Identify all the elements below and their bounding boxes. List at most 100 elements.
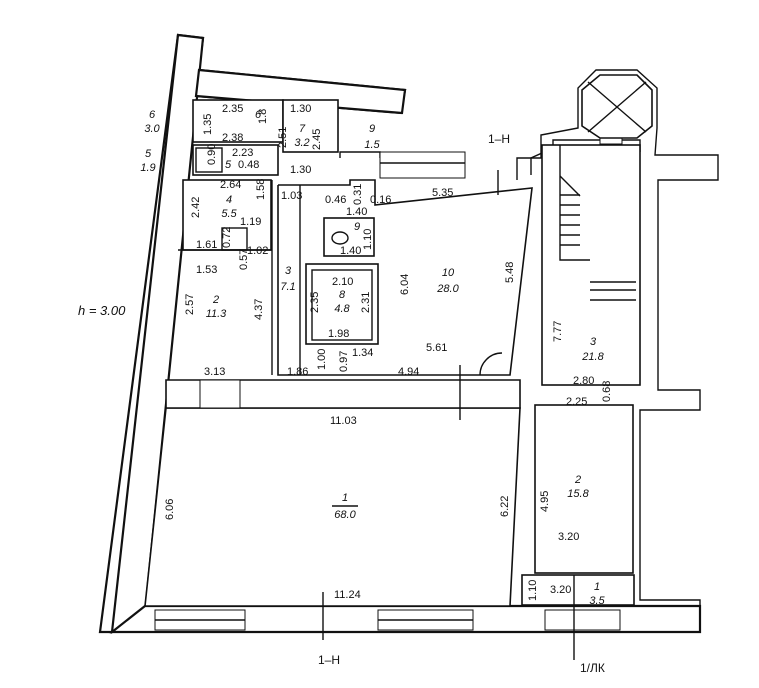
ceiling-height-label: h = 3.00: [78, 303, 126, 318]
dim-2-57: 2.57: [184, 294, 196, 315]
room-8-area: 4.8: [334, 303, 350, 315]
dim-1-30-top: 1.30: [290, 103, 311, 115]
dim-1-02: 1.02: [247, 245, 268, 257]
section-mark-top: 1–Н: [488, 132, 510, 146]
room-1-area: 68.0: [334, 509, 356, 521]
dim-1-00: 1.00: [316, 349, 328, 370]
dimension-labels: 2.35 1.30 1.35 2.38 2.23 0.90 2.51 2.45 …: [164, 103, 613, 601]
dim-2-42: 2.42: [190, 197, 202, 218]
room-3-number: 3: [285, 265, 292, 277]
dim-2-51: 2.51: [277, 127, 289, 148]
right-inner-wall: [530, 139, 641, 175]
dim-0-31: 0.31: [352, 184, 364, 205]
stair-rail: [559, 145, 590, 261]
dim-1-58: 1.58: [255, 179, 267, 200]
room-7-area: 3.2: [294, 137, 309, 149]
stair-3-number: 3: [590, 336, 597, 348]
dim-2-35-room8: 2.35: [309, 292, 321, 313]
section-mark-entrance: 1/ЛК: [580, 661, 605, 675]
sink-icon: [331, 231, 349, 245]
room-9-bath-number: 9: [354, 221, 360, 233]
stair-steps-icon: [559, 175, 636, 301]
door-swing-icon: [479, 352, 503, 376]
window-partition: [199, 379, 241, 409]
right-1-number: 1: [594, 581, 600, 593]
room-5-outline: [192, 144, 279, 176]
room-7-number: 7: [299, 123, 306, 135]
room-2-right-outline: [534, 404, 634, 574]
ext-5-number: 5: [145, 148, 152, 160]
room-9-top: [339, 151, 381, 158]
section-mark-bottom: 1–Н: [318, 653, 340, 667]
dim-1-10: 1.10: [362, 229, 374, 250]
room-4-number: 4: [226, 194, 232, 206]
dim-1-10-right: 1.10: [527, 580, 539, 601]
dim-1-86: 1.86: [287, 366, 308, 378]
dim-11-24: 11.24: [334, 589, 361, 601]
stair-room-outline: [541, 144, 641, 386]
dim-0-46: 0.46: [325, 194, 346, 206]
room-10-area: 28.0: [436, 283, 459, 295]
dim-0-97: 0.97: [338, 351, 350, 372]
dim-0-72: 0.72: [221, 227, 233, 248]
dim-4-94: 4.94: [398, 366, 419, 378]
dim-1-61: 1.61: [196, 239, 217, 251]
partition-wall: [165, 379, 521, 409]
room-6-number: 6: [255, 109, 262, 121]
room-2-area: 11.3: [206, 308, 227, 320]
dim-2-31: 2.31: [360, 292, 372, 313]
dim-0-68: 0.68: [601, 381, 613, 402]
ext-6-number: 6: [149, 109, 156, 121]
dim-5-48: 5.48: [504, 262, 516, 283]
small-rooms-block: [178, 99, 381, 375]
top-wall: [194, 68, 407, 115]
dim-2-10: 2.10: [332, 276, 353, 288]
dim-4-95: 4.95: [539, 491, 551, 512]
ext-5-area: 1.9: [140, 162, 155, 174]
window-bottom-3: [544, 609, 621, 631]
room-10-number: 10: [442, 267, 455, 279]
dim-6-06: 6.06: [164, 499, 176, 520]
room-8-number: 8: [339, 289, 346, 301]
dim-5-35: 5.35: [432, 187, 453, 199]
room-9-area: 1.5: [364, 139, 380, 151]
dim-2-35: 2.35: [222, 103, 243, 115]
dim-2-45: 2.45: [311, 129, 323, 150]
room-7-outline: [282, 99, 339, 153]
dim-1-53: 1.53: [196, 264, 217, 276]
room-4-area: 5.5: [221, 208, 237, 220]
dim-1-19: 1.19: [240, 216, 261, 228]
dim-7-77: 7.77: [552, 321, 564, 342]
dim-0-90: 0.90: [206, 144, 218, 165]
room-3-area: 7.1: [280, 281, 295, 293]
right-1-area: 3.5: [589, 595, 605, 607]
dim-2-80: 2.80: [573, 375, 594, 387]
dim-0-16: 0.16: [370, 194, 391, 206]
room-5-inner: [195, 147, 223, 173]
dim-1-34: 1.34: [352, 347, 373, 359]
right-2-number: 2: [574, 474, 581, 486]
dim-2-64: 2.64: [220, 179, 241, 191]
room-labels: 1 68.0 2 11.3 3 7.1 4 5.5 5 0.48 6 1.8 7…: [140, 109, 605, 607]
dim-3-13: 3.13: [204, 366, 225, 378]
dim-3-20-upper: 3.20: [558, 531, 579, 543]
room-1-number: 1: [342, 492, 348, 504]
room-8-outline: [305, 263, 379, 345]
room-5-number: 5: [225, 159, 232, 171]
dim-1-30-mid: 1.30: [290, 164, 311, 176]
room-5-area: 0.48: [238, 159, 259, 171]
dim-6-04: 6.04: [399, 274, 411, 295]
dim-11-03: 11.03: [330, 415, 357, 427]
dim-6-22: 6.22: [499, 496, 511, 517]
ext-6-area: 3.0: [144, 123, 160, 135]
dim-2-23: 2.23: [232, 147, 253, 159]
stair-3-area: 21.8: [581, 351, 604, 363]
room-1-outline: [144, 407, 521, 607]
right-outer-wall: [516, 69, 719, 632]
dim-4-37: 4.37: [253, 299, 265, 320]
dim-3-20-lower: 3.20: [550, 584, 571, 596]
room-1-right-outline: [521, 574, 635, 606]
dim-1-98: 1.98: [328, 328, 349, 340]
dim-1-40-bottom: 1.40: [340, 245, 361, 257]
